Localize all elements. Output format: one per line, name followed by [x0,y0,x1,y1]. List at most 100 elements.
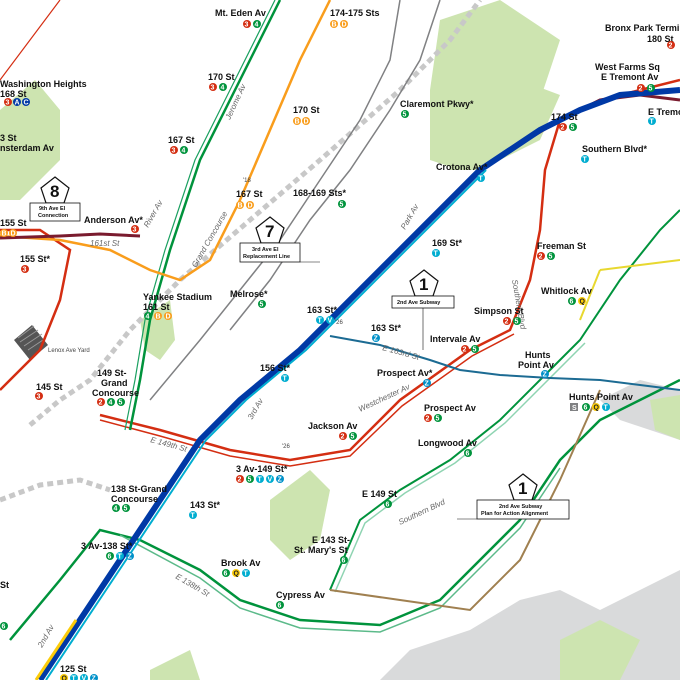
station-149-grand-3[interactable]: Concourse [92,388,139,398]
station-161st[interactable]: 161 St [143,302,170,312]
station-prospect[interactable]: Prospect Av [424,403,476,413]
station-174-175[interactable]: 174-175 Sts [330,8,380,18]
svg-text:Plan for Action Alignment: Plan for Action Alignment [481,511,548,517]
svg-text:T: T [650,119,655,126]
svg-text:2nd Ave Subway: 2nd Ave Subway [397,300,441,306]
station-163st-a[interactable]: 163 St* [307,305,338,315]
route-bullets-155st: B D [0,229,17,238]
station-170st-a[interactable]: 170 St [208,72,235,82]
svg-text:7: 7 [265,222,274,241]
station-e143-2[interactable]: St. Mary's St [294,545,348,555]
station-143st[interactable]: 143 St* [190,500,221,510]
station-138-grand-1[interactable]: 138 St-Grand [111,484,167,494]
station-cypress[interactable]: Cypress Av [276,590,325,600]
route-bullets-whitlock: 6 Q [568,297,586,306]
station-180st[interactable]: 180 St [647,34,674,44]
station-freeman[interactable]: Freeman St [537,241,586,251]
route-bullets-174st: 2 5 [559,123,577,132]
route-bullets-southern: T [581,155,589,164]
station-brook[interactable]: Brook Av [221,558,260,568]
svg-text:2: 2 [539,254,543,261]
station-125st[interactable]: 125 St [60,664,87,674]
station-155st[interactable]: 155 St [0,218,27,228]
svg-text:4: 4 [221,85,225,92]
station-hunts-point-av[interactable]: Hunts Point Av [569,392,633,402]
route-2-5-line-b [99,333,515,467]
station-3av-149[interactable]: 3 Av-149 St* [236,464,288,474]
route-bullets-anderson: 3 [131,225,139,234]
station-3av-138[interactable]: 3 Av-138 St* [81,541,133,551]
svg-text:V: V [268,477,273,484]
route-bullets-163b: Z [372,334,380,343]
svg-text:C: C [24,100,29,107]
station-washington-heights[interactable]: Washington Heights [0,79,87,89]
route-brown-line [329,389,601,612]
station-st-left[interactable]: St [0,580,9,590]
route-6-line-b [119,467,561,633]
route-bullets-prospect: 2 5 [424,414,442,423]
station-149-grand-1[interactable]: 149 St- [97,368,127,378]
station-145st[interactable]: 145 St [36,382,63,392]
svg-text:D: D [248,203,253,210]
route-bullets-cypress: 6 [276,601,284,610]
station-e143-1[interactable]: E 143 St- [312,535,350,545]
svg-text:Connection: Connection [38,213,69,219]
station-169st[interactable]: 169 St* [432,238,463,248]
station-longwood[interactable]: Longwood Av [418,438,477,448]
station-168st[interactable]: 168 St [0,89,27,99]
station-167st-a[interactable]: 167 St [168,135,195,145]
station-yankee-stadium[interactable]: Yankee Stadium [143,292,212,302]
station-southern-blvd[interactable]: Southern Blvd* [582,144,648,154]
route-bullets-125st: Q T V Z [60,674,98,680]
station-3st-left[interactable]: 3 St [0,133,17,143]
station-west-farms[interactable]: West Farms Sq [595,62,660,72]
station-174st[interactable]: 174 St [551,112,578,122]
station-prospect-star[interactable]: Prospect Av* [377,368,433,378]
station-138-grand-2[interactable]: Concourse [111,494,158,504]
park-left [0,80,60,200]
station-claremont[interactable]: Claremont Pkwy* [400,99,474,109]
route-bullets-170a: 3 4 [209,83,227,92]
station-163st-b[interactable]: 163 St* [371,323,402,333]
project-marker-8[interactable]: 8 9th Ave El Connection [29,176,81,222]
svg-text:5: 5 [403,112,407,119]
station-intervale[interactable]: Intervale Av [430,334,480,344]
svg-text:B: B [295,119,300,126]
station-simpson[interactable]: Simpson St [474,306,524,316]
svg-text:3: 3 [133,227,137,234]
svg-text:5: 5 [119,400,123,407]
station-155st-star[interactable]: 155 St* [20,254,51,264]
station-hunts-1[interactable]: Hunts [525,350,551,360]
station-whitlock[interactable]: Whitlock Av [541,286,592,296]
station-amsterdam[interactable]: nsterdam Av [0,143,54,153]
station-bronx-park-terminal[interactable]: Bronx Park Terminal [605,23,680,33]
svg-text:4: 4 [114,506,118,513]
svg-text:5: 5 [473,347,477,354]
svg-text:3: 3 [6,100,10,107]
svg-text:3: 3 [245,22,249,29]
station-anderson[interactable]: Anderson Av* [84,215,143,225]
station-156st[interactable]: 156 St* [260,363,291,373]
station-170st-b[interactable]: 170 St [293,105,320,115]
station-jackson[interactable]: Jackson Av [308,421,357,431]
station-168-169[interactable]: 168-169 Sts* [293,188,347,198]
station-e-tremo[interactable]: E Tremo [648,107,680,117]
station-e149st[interactable]: E 149 St [362,489,397,499]
project-marker-7[interactable]: 7 3rd Ave El Replacement Line [239,216,320,263]
station-point-av[interactable]: Point Av [518,360,554,370]
svg-text:2nd Ave Subway: 2nd Ave Subway [499,504,543,510]
station-mt-eden[interactable]: Mt. Eden Av [215,8,266,18]
route-6-hunts-b [334,342,586,593]
route-bullets-3av-149: 2 5 T V Z [236,475,284,484]
station-melrose[interactable]: Melrose* [230,289,268,299]
svg-text:Q: Q [234,571,240,578]
station-crotona[interactable]: Crotona Av* [436,162,488,172]
route-bullets-freeman: 2 5 [537,252,555,261]
project-marker-1b[interactable]: 1 2nd Ave Subway Plan for Action Alignme… [457,473,570,520]
station-e-tremont[interactable]: E Tremont Av [601,72,658,82]
route-top-left-red [0,0,61,81]
route-bd-line [0,0,332,282]
station-167st-b[interactable]: 167 St [236,189,263,199]
project-marker-1a[interactable]: 1 2nd Ave Subway [391,269,455,350]
station-149-grand-2[interactable]: Grand [101,378,128,388]
